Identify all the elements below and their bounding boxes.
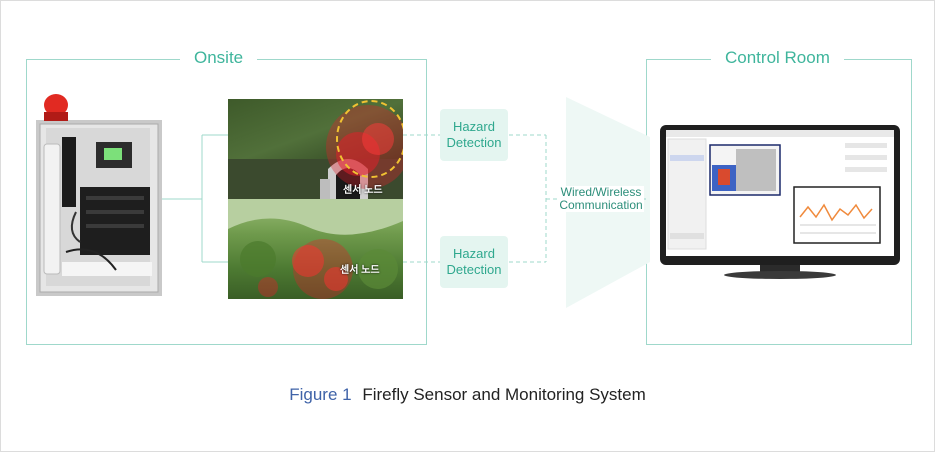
hazard-detection-line-2: Detection <box>446 262 502 277</box>
sensor-node-label: 센서 노드 <box>340 265 380 276</box>
control-room-title: Control Room <box>711 48 844 68</box>
onsite-title: Onsite <box>180 48 258 68</box>
forest-photo: 센서 노드 <box>228 199 403 299</box>
monitor-image <box>660 125 900 279</box>
hazard-detection-box: Hazard Detection <box>440 109 508 161</box>
figure-caption: Figure 1 Firefly Sensor and Monitoring S… <box>0 385 935 405</box>
caption-text: Firefly Sensor and Monitoring System <box>362 385 646 404</box>
warning-light-icon <box>44 94 68 116</box>
hazard-detection-line-1: Hazard <box>453 246 495 261</box>
hazard-detection-line-2: Detection <box>446 135 502 150</box>
sensor-enclosure-image <box>36 94 162 296</box>
caption-number: Figure 1 <box>289 385 352 404</box>
communication-label: Wired/Wireless Communication <box>558 186 644 212</box>
communication-line-2: Communication <box>559 198 643 212</box>
sensor-node-label: 센서 노드 <box>343 185 383 196</box>
hazard-detection-line-1: Hazard <box>453 119 495 134</box>
hazard-detection-box: Hazard Detection <box>440 236 508 288</box>
tunnel-photo: 센서 노드 <box>228 99 403 199</box>
communication-line-1: Wired/Wireless <box>560 185 642 199</box>
